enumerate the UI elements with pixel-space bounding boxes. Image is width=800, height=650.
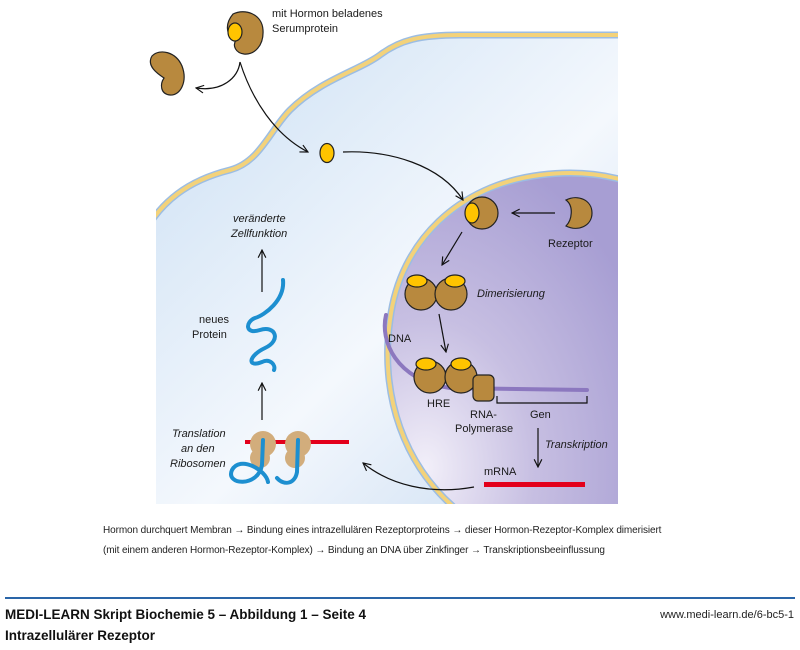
mrna-strand (484, 482, 585, 487)
intracellular-receptor-diagram: mit Hormon beladenes Serumprotein Rezept… (149, 8, 618, 504)
dna-binding-arrow (438, 313, 446, 352)
translation-label-3: Ribosomen (170, 458, 226, 470)
release-arrow (196, 61, 241, 89)
dimerization-arrow (442, 231, 463, 265)
receptor-label: Rezeptor (548, 238, 593, 250)
rna-polymerase-label-1: RNA- (470, 409, 497, 421)
new-protein-label-1: neues (199, 314, 229, 326)
gene-bracket (496, 396, 588, 404)
serum-protein-label-1: mit Hormon beladenes (272, 8, 383, 20)
cell (156, 31, 618, 504)
new-protein-helix (246, 278, 286, 372)
footer-title: MEDI-LEARN Skript Biochemie 5 – Abbildun… (5, 607, 367, 622)
rna-polymerase (472, 374, 495, 402)
hre-label: HRE (427, 398, 450, 410)
translation-label-1: Translation (172, 428, 226, 440)
cell-function-label-2: Zellfunktion (230, 228, 287, 240)
dimer-bound-to-dna (413, 357, 495, 402)
mrna-label: mRNA (484, 466, 517, 478)
hormone-loaded-serum-protein (226, 11, 264, 55)
footer-subtitle: Intrazellulärer Rezeptor (5, 628, 156, 643)
caption-line-1: Hormon durchquert Membran → Bindung eine… (103, 525, 662, 536)
footer-divider (5, 597, 795, 599)
empty-serum-protein (149, 51, 185, 96)
dimerization-label: Dimerisierung (477, 288, 546, 300)
hormone-entry-arrow (239, 61, 308, 152)
dna-label: DNA (388, 333, 412, 345)
new-protein-label-2: Protein (192, 329, 227, 341)
rna-polymerase-label-2: Polymerase (455, 423, 513, 435)
hormone-receptor-complex (464, 196, 499, 230)
cell-function-label-1: veränderte (233, 213, 286, 225)
translation-ribosomes (229, 431, 349, 485)
nucleus (387, 173, 618, 504)
mrna-export-arrow (363, 463, 475, 491)
receptor-dimer (404, 274, 468, 311)
caption-line-2: (mit einem anderen Hormon-Rezeptor-Kompl… (103, 545, 605, 556)
gene-label: Gen (530, 409, 551, 421)
hormone-to-receptor-arrow (342, 151, 463, 200)
translation-label-2: an den (181, 443, 215, 455)
serum-protein-label-2: Serumprotein (272, 23, 338, 35)
footer-url[interactable]: www.medi-learn.de/6-bc5-1 (660, 609, 794, 621)
free-hormone (319, 142, 335, 164)
free-receptor (564, 197, 593, 229)
transcription-label: Transkription (545, 439, 608, 451)
